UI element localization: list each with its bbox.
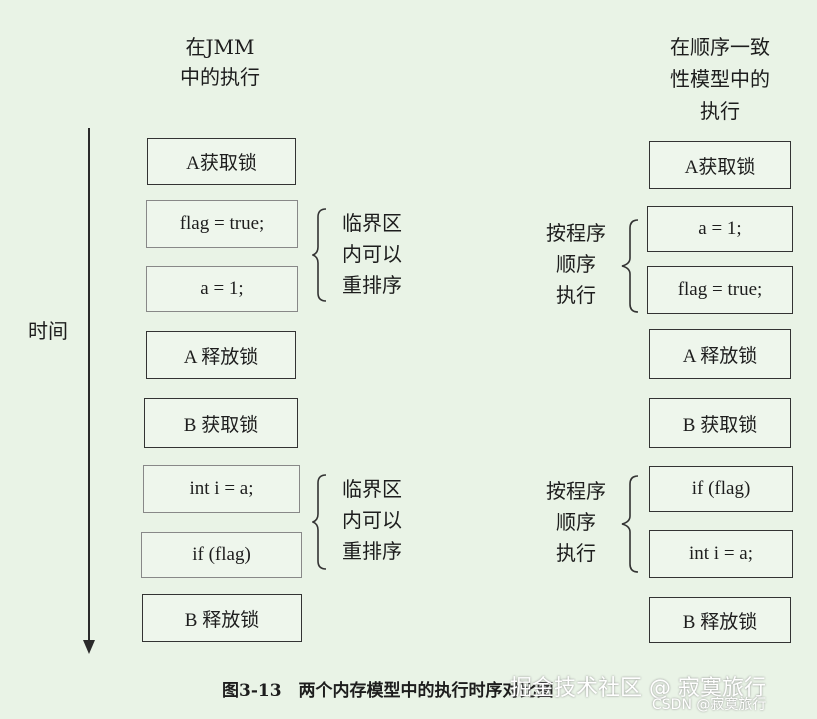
right-box-flag-true: flag = true; bbox=[647, 266, 793, 314]
left-annotation-lower-line-2: 内可以 bbox=[342, 508, 402, 532]
right-box-a-equals-1: a = 1; bbox=[647, 206, 793, 252]
right-brace-lower bbox=[621, 475, 639, 573]
right-title-line-1: 在顺序一致 bbox=[670, 35, 770, 59]
left-box-if-flag: if (flag) bbox=[141, 532, 302, 578]
right-box-a-release-lock: A 释放锁 bbox=[649, 329, 791, 379]
left-brace-upper bbox=[312, 208, 327, 302]
right-title-line-2: 性模型中的 bbox=[670, 67, 770, 91]
watermark-main: 掘金技术社区 @ 寂寞旅行 bbox=[510, 676, 766, 701]
right-box-b-acquire-lock: B 获取锁 bbox=[649, 398, 791, 448]
left-annotation-lower-line-1: 临界区 bbox=[342, 477, 402, 501]
left-annotation-upper-line-1: 临界区 bbox=[342, 211, 402, 235]
left-brace-lower bbox=[312, 474, 327, 570]
left-box-flag-true: flag = true; bbox=[146, 200, 298, 248]
left-box-a-acquire-lock: A获取锁 bbox=[147, 138, 296, 185]
left-box-b-acquire-lock: B 获取锁 bbox=[144, 398, 298, 448]
right-brace-upper bbox=[621, 219, 639, 313]
time-axis-arrowhead bbox=[83, 640, 95, 654]
left-box-a-release-lock: A 释放锁 bbox=[146, 331, 296, 379]
right-box-a-acquire-lock: A获取锁 bbox=[649, 141, 791, 189]
figure-caption: 图3-13 两个内存模型中的执行时序对比图 bbox=[222, 681, 554, 701]
right-box-int-i-equals-a: int i = a; bbox=[649, 530, 793, 578]
watermark-sub: CSDN @寂寞旅行 bbox=[652, 697, 767, 713]
right-title-line-3: 执行 bbox=[700, 99, 740, 123]
right-annotation-upper-line-2: 顺序 bbox=[556, 252, 596, 276]
left-annotation-upper-line-3: 重排序 bbox=[342, 273, 402, 297]
time-axis-line bbox=[88, 128, 90, 641]
left-box-a-equals-1: a = 1; bbox=[146, 266, 298, 312]
left-box-b-release-lock: B 释放锁 bbox=[142, 594, 302, 642]
right-annotation-lower-line-3: 执行 bbox=[556, 541, 596, 565]
left-title-line-2: 中的执行 bbox=[180, 65, 260, 89]
right-annotation-lower-line-1: 按程序 bbox=[546, 479, 606, 503]
left-title-line-1: 在JMM bbox=[185, 35, 255, 59]
right-annotation-upper-line-3: 执行 bbox=[556, 283, 596, 307]
right-box-b-release-lock: B 释放锁 bbox=[649, 597, 791, 643]
left-annotation-upper-line-2: 内可以 bbox=[342, 242, 402, 266]
right-annotation-lower-line-2: 顺序 bbox=[556, 510, 596, 534]
time-axis-label: 时间 bbox=[28, 319, 68, 343]
right-annotation-upper-line-1: 按程序 bbox=[546, 221, 606, 245]
right-box-if-flag: if (flag) bbox=[649, 466, 793, 512]
left-annotation-lower-line-3: 重排序 bbox=[342, 539, 402, 563]
left-box-int-i-equals-a: int i = a; bbox=[143, 465, 300, 513]
